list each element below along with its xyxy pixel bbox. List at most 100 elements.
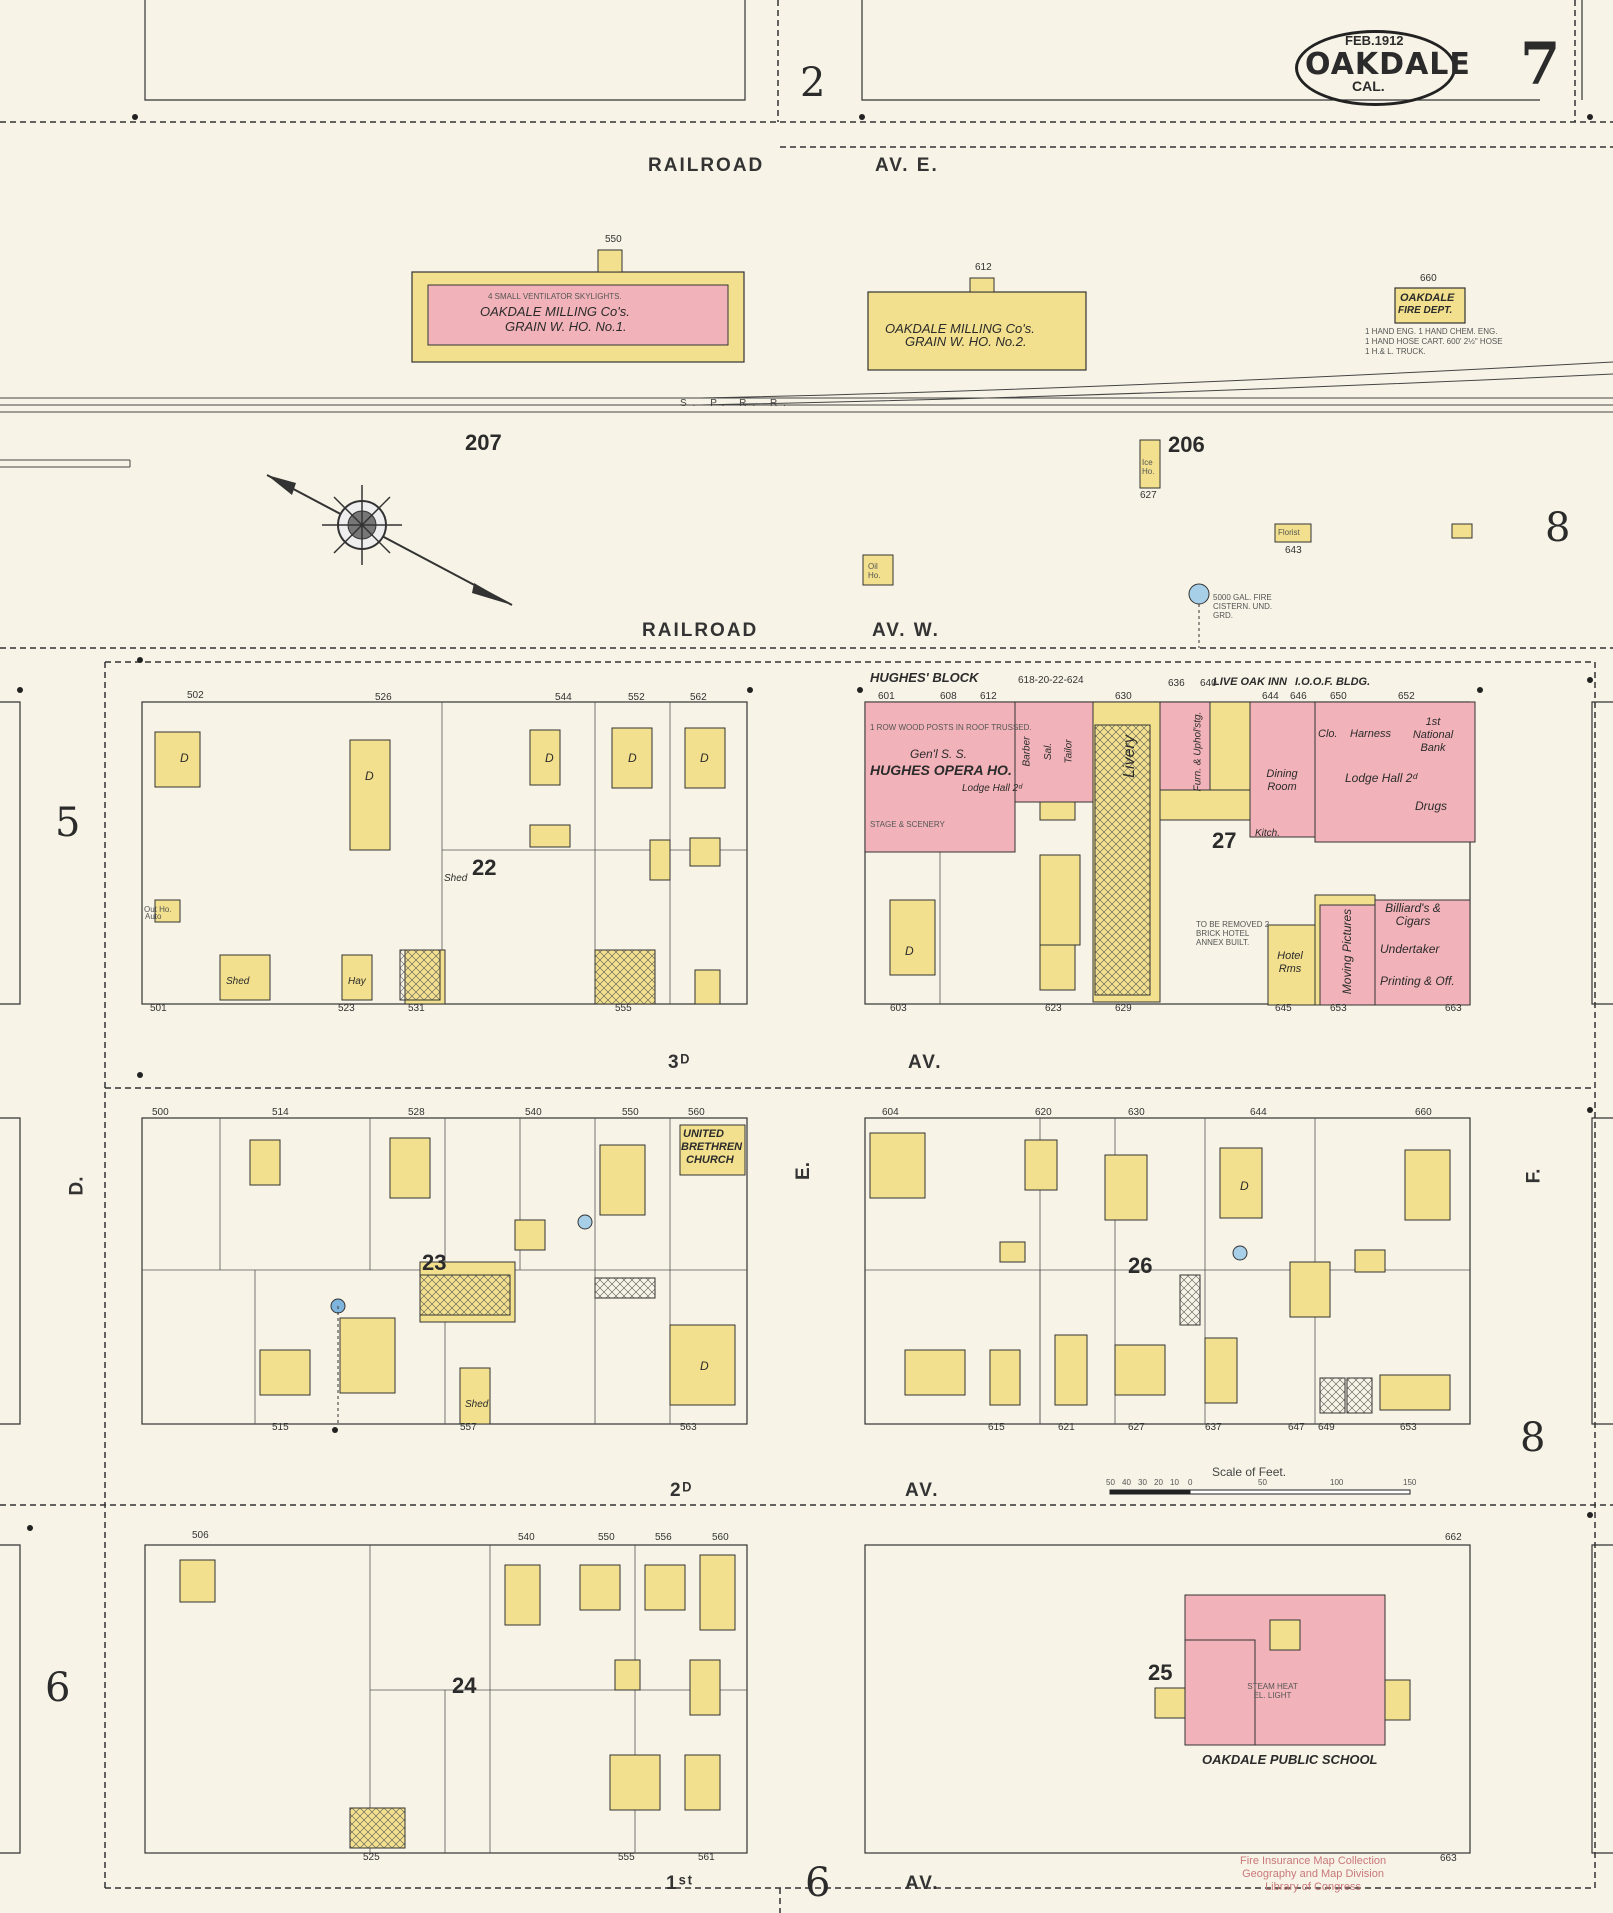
billiards-cigars: Billiard's & Cigars <box>1385 901 1441 928</box>
title-cartouche <box>1295 30 1456 106</box>
addr-660: 660 <box>1415 1107 1432 1118</box>
mill2-name: OAKDALE MILLING Co's. <box>885 321 1035 336</box>
addr-650: 650 <box>1330 691 1347 702</box>
dwelling-d-5: D <box>700 751 709 765</box>
church-2: BRETHREN <box>681 1141 743 1153</box>
live-oak-inn: LIVE OAK INN <box>1213 676 1287 688</box>
scale-tick-2: 40 <box>1122 1478 1131 1487</box>
national-bank: 1st National Bank <box>1412 716 1454 754</box>
addr-525: 525 <box>363 1852 380 1863</box>
stage-scenery: STAGE & SCENERY <box>870 820 945 829</box>
addr-660-top: 660 <box>1420 273 1437 284</box>
lodge-hall-1: Lodge Hall 2ᵈ <box>962 783 1023 794</box>
stamp-line-2: Geography and Map Division <box>1242 1868 1384 1880</box>
page-number: 7 <box>1520 30 1561 98</box>
dwelling-d-6: D <box>905 944 914 958</box>
block22-shed: Shed <box>226 976 250 987</box>
addr-640: 640 <box>1200 678 1217 689</box>
fire-cistern: 5000 GAL. FIRE CISTERN. UND. GRD. <box>1213 593 1273 620</box>
fire-dept-1: OAKDALE <box>1400 292 1455 304</box>
hughes-block: HUGHES' BLOCK <box>870 670 979 685</box>
block22-auto: Auto <box>145 912 162 921</box>
addr-550-top: 550 <box>605 234 622 245</box>
fire-dept-equip-3: 1 H.& L. TRUCK. <box>1365 347 1426 356</box>
addr-555-b: 555 <box>618 1852 635 1863</box>
addr-629: 629 <box>1115 1003 1132 1014</box>
library-stamp: Fire Insurance Map Collection Geography … <box>1240 1855 1386 1894</box>
addr-637: 637 <box>1205 1422 1222 1433</box>
scale-tick-9: 150 <box>1403 1478 1417 1487</box>
scale-tick-6: 0 <box>1188 1478 1193 1487</box>
mill1-sub: GRAIN W. HO. No.1. <box>505 319 627 334</box>
undertaker: Undertaker <box>1380 942 1440 956</box>
street-railroad-av-w-1: RAILROAD <box>642 620 759 641</box>
dwelling-d-4: D <box>628 751 637 765</box>
addr-501: 501 <box>150 1003 167 1014</box>
addr-550-b: 550 <box>598 1532 615 1543</box>
church-1: UNITED <box>683 1128 724 1140</box>
addr-649: 649 <box>1318 1422 1335 1433</box>
dwelling-d-1: D <box>180 751 189 765</box>
street-second-2: AV. <box>905 1480 940 1501</box>
block-outlines <box>141 701 1471 1854</box>
addr-601: 601 <box>878 691 895 702</box>
addr-528: 528 <box>408 1107 425 1118</box>
block-25: 25 <box>1148 1660 1173 1685</box>
street-railroad-av-e-1: RAILROAD <box>648 155 765 176</box>
dwelling-d-2: D <box>365 769 374 783</box>
block-207: 207 <box>465 430 502 455</box>
addr-630: 630 <box>1115 691 1132 702</box>
street-first-2: AV. <box>905 1873 940 1894</box>
addr-604: 604 <box>882 1107 899 1118</box>
church-3: CHURCH <box>686 1154 734 1166</box>
addr-653: 653 <box>1330 1003 1347 1014</box>
livery: Livery <box>1120 735 1138 778</box>
addr-653-b: 653 <box>1400 1422 1417 1433</box>
block22-hay: Hay <box>348 976 366 987</box>
railroad-tracks <box>0 361 1613 468</box>
block-22: 22 <box>472 855 497 880</box>
sheet-state: CAL. <box>1352 78 1385 94</box>
addr-662: 662 <box>1445 1532 1462 1543</box>
fire-dept-equip-2: 1 HAND HOSE CART. 600' 2½" HOSE <box>1365 337 1503 346</box>
addr-560: 560 <box>688 1107 705 1118</box>
addr-603: 603 <box>890 1003 907 1014</box>
addr-643: 643 <box>1285 545 1302 556</box>
printing-office: Printing & Off. <box>1380 974 1455 988</box>
addr-526: 526 <box>375 692 392 703</box>
addr-615: 615 <box>988 1422 1005 1433</box>
scale-label: Scale of Feet. <box>1212 1465 1287 1479</box>
sheet-ref-bottom: 6 <box>805 1860 831 1906</box>
addr-540: 540 <box>525 1107 542 1118</box>
stamp-line-3: Library of Congress <box>1265 1881 1362 1893</box>
addr-544: 544 <box>555 692 572 703</box>
addr-644: 644 <box>1262 691 1279 702</box>
dwelling-d-3: D <box>545 751 554 765</box>
sheet-ref-right-lower: 8 <box>1520 1415 1546 1461</box>
opera-1: Gen'l S. S. <box>910 747 967 761</box>
block-24: 24 <box>452 1673 477 1698</box>
moving-pictures: Moving Pictures <box>1340 908 1355 995</box>
railroad-label: S. P. R. R. <box>680 398 792 409</box>
addr-552: 552 <box>628 692 645 703</box>
sheet-date: FEB.1912 <box>1345 33 1404 48</box>
hotel-rooms: Hotel Rms <box>1277 950 1303 975</box>
addr-514: 514 <box>272 1107 289 1118</box>
addr-560-b: 560 <box>712 1532 729 1543</box>
addr-562: 562 <box>690 692 707 703</box>
oil-house: Oil Ho. <box>868 562 881 580</box>
addr-647: 647 <box>1288 1422 1305 1433</box>
block-27: 27 <box>1212 828 1237 853</box>
addr-663-b: 663 <box>1440 1853 1457 1864</box>
street-third-2: AV. <box>908 1052 943 1073</box>
street-first-1: 1ˢᵗ <box>666 1873 694 1894</box>
street-third-1: 3ᴰ <box>668 1052 692 1073</box>
ioof-bldg: I.O.O.F. BLDG. <box>1295 676 1371 688</box>
stamp-line-1: Fire Insurance Map Collection <box>1240 1855 1387 1867</box>
addr-627: 627 <box>1128 1422 1145 1433</box>
block22-out-ho: Out Ho. <box>144 905 172 914</box>
addr-618-624: 618-20-22-624 <box>1018 675 1084 686</box>
fire-dept-2: FIRE DEPT. <box>1398 305 1453 316</box>
